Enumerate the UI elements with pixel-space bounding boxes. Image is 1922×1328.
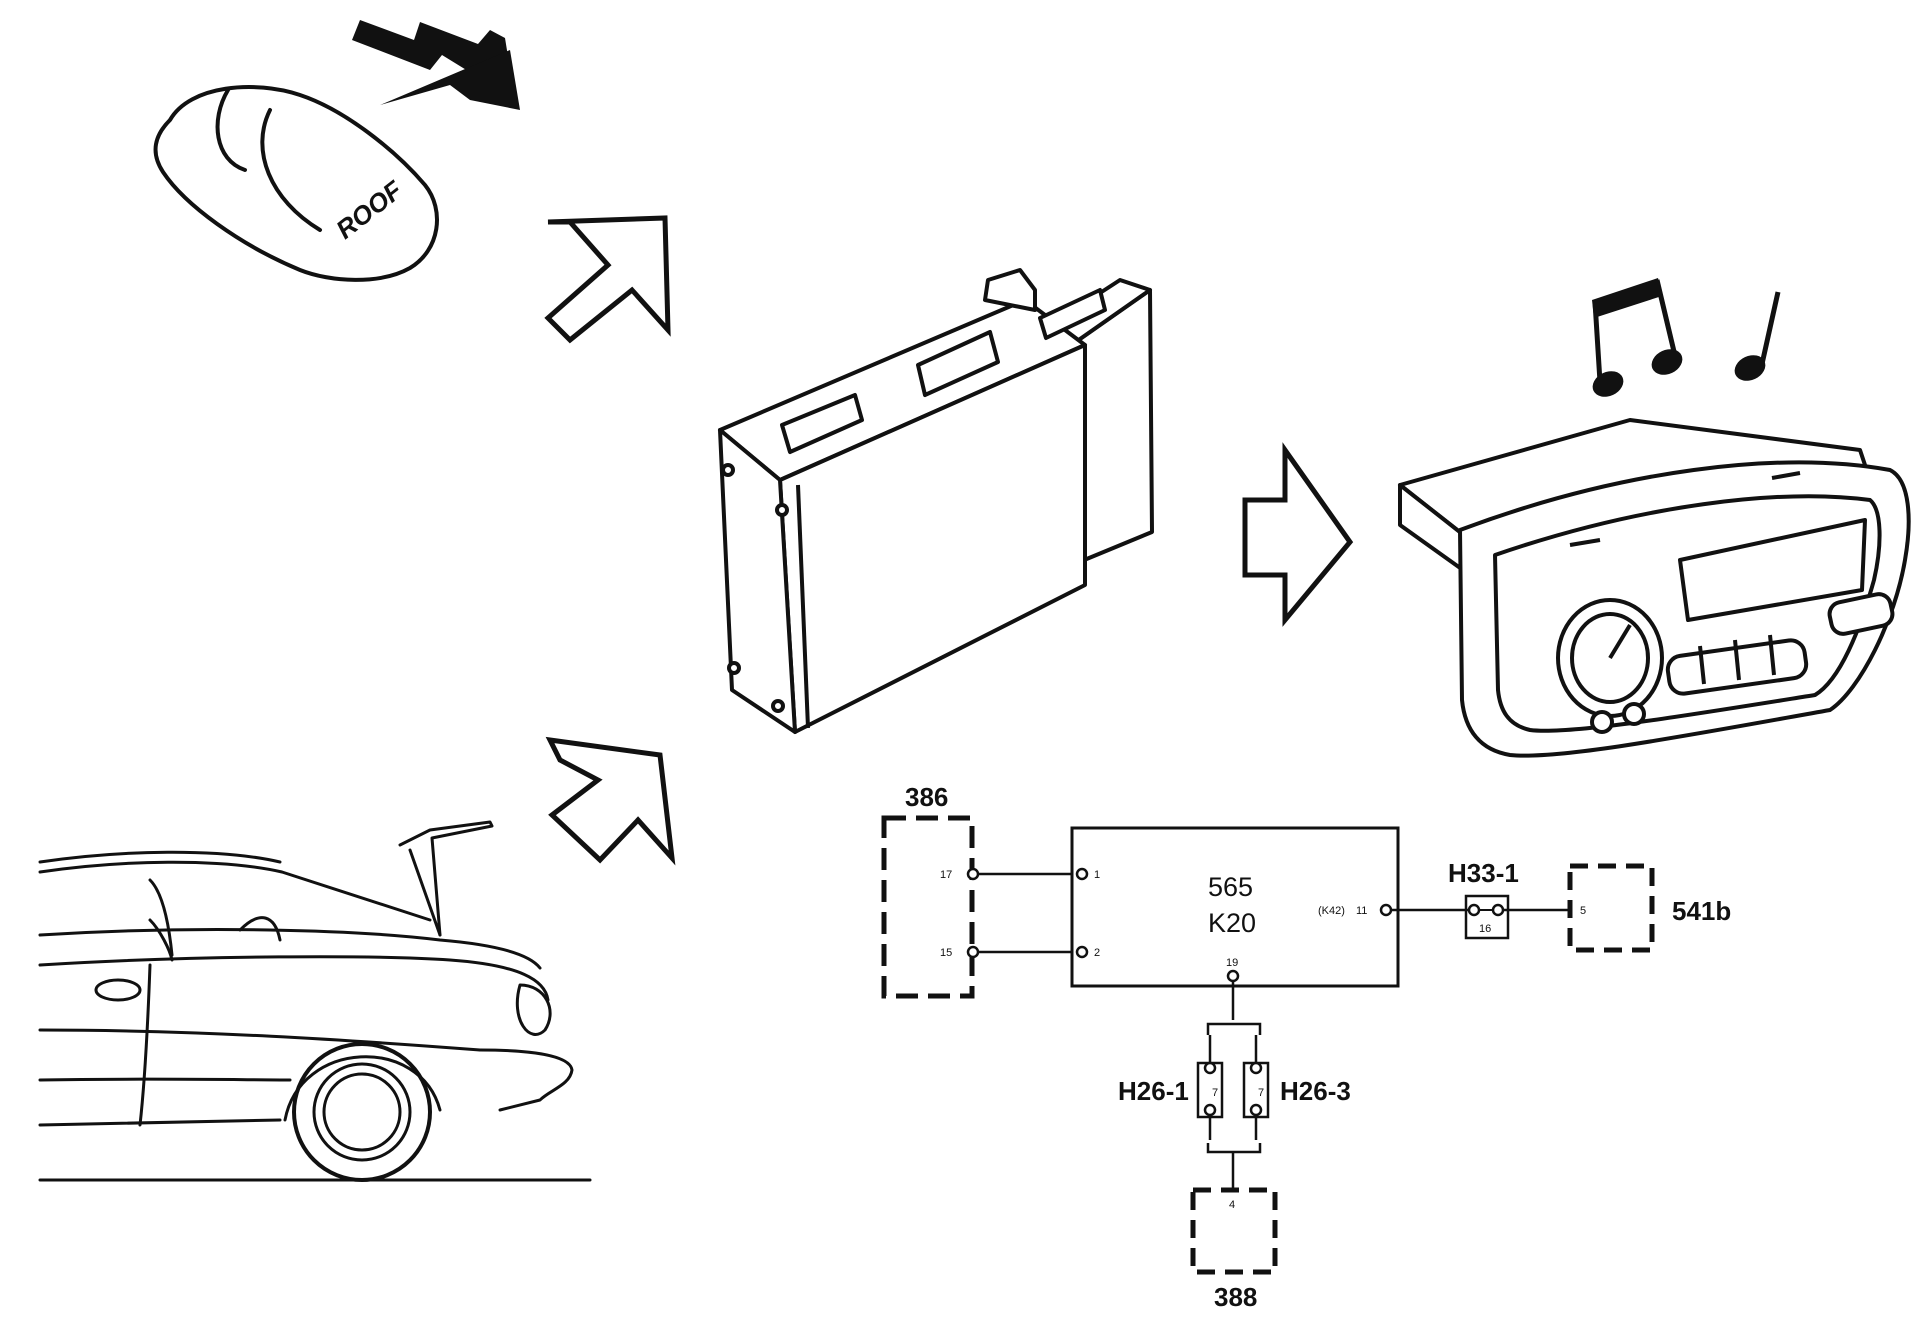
- connector-541b-label: 541b: [1672, 896, 1731, 926]
- music-notes-icon: [1592, 278, 1781, 397]
- connector-386-box: [881, 815, 975, 999]
- splice-h33-1-pin: 16: [1479, 923, 1491, 935]
- connector-388-box: [1190, 1187, 1278, 1275]
- roof-button-top-curve: [215, 88, 247, 172]
- connector-541b-pin: 5: [1580, 905, 1586, 917]
- connector-541b-box: [1567, 863, 1655, 953]
- connector-386-pin-15: 15: [940, 947, 952, 959]
- control-unit-pin-11: 11: [1356, 905, 1367, 917]
- control-unit-pin-1: 1: [1094, 869, 1100, 881]
- control-unit-id: 565: [1208, 872, 1253, 902]
- splice-h26-3-pin: 7: [1258, 1087, 1264, 1099]
- arrow-unit-to-radio-icon: [1242, 442, 1354, 627]
- roof-button-illustration: ROOF: [153, 20, 520, 282]
- splice-h26-3-label: H26-3: [1280, 1076, 1351, 1106]
- control-unit-565-box: [1070, 826, 1400, 988]
- splice-h26-1-pin: 7: [1212, 1087, 1218, 1099]
- wiring-schematic: 386 17 15 1 2 565 K20 (K42) 11 19 H33-1 …: [881, 782, 1731, 1312]
- radio-illustration: [1398, 418, 1911, 758]
- push-arrow-head-icon: [380, 50, 520, 110]
- connector-386-pin-17: 17: [940, 869, 952, 881]
- control-unit-code: K20: [1208, 908, 1256, 938]
- arrow-roof-to-unit-icon: [544, 215, 671, 344]
- roof-button-side-curve: [260, 108, 322, 232]
- splice-h26-1-label: H26-1: [1118, 1076, 1189, 1106]
- control-unit-pin-19: 19: [1226, 957, 1238, 969]
- connector-388-pin: 4: [1229, 1199, 1235, 1211]
- control-unit-pin-note: (K42): [1318, 905, 1345, 917]
- connector-388-label: 388: [1214, 1282, 1257, 1312]
- car-illustration: [38, 820, 592, 1182]
- roof-button-body: [153, 85, 439, 282]
- push-arrow-icon: [352, 20, 515, 100]
- arrow-car-to-unit-icon: [545, 736, 676, 866]
- connector-386-label: 386: [905, 782, 948, 812]
- splice-h33-1-label: H33-1: [1448, 858, 1519, 888]
- splice-h33-1-box: [1464, 894, 1510, 940]
- control-unit-illustration: [718, 268, 1154, 734]
- control-unit-pin-2: 2: [1094, 947, 1100, 959]
